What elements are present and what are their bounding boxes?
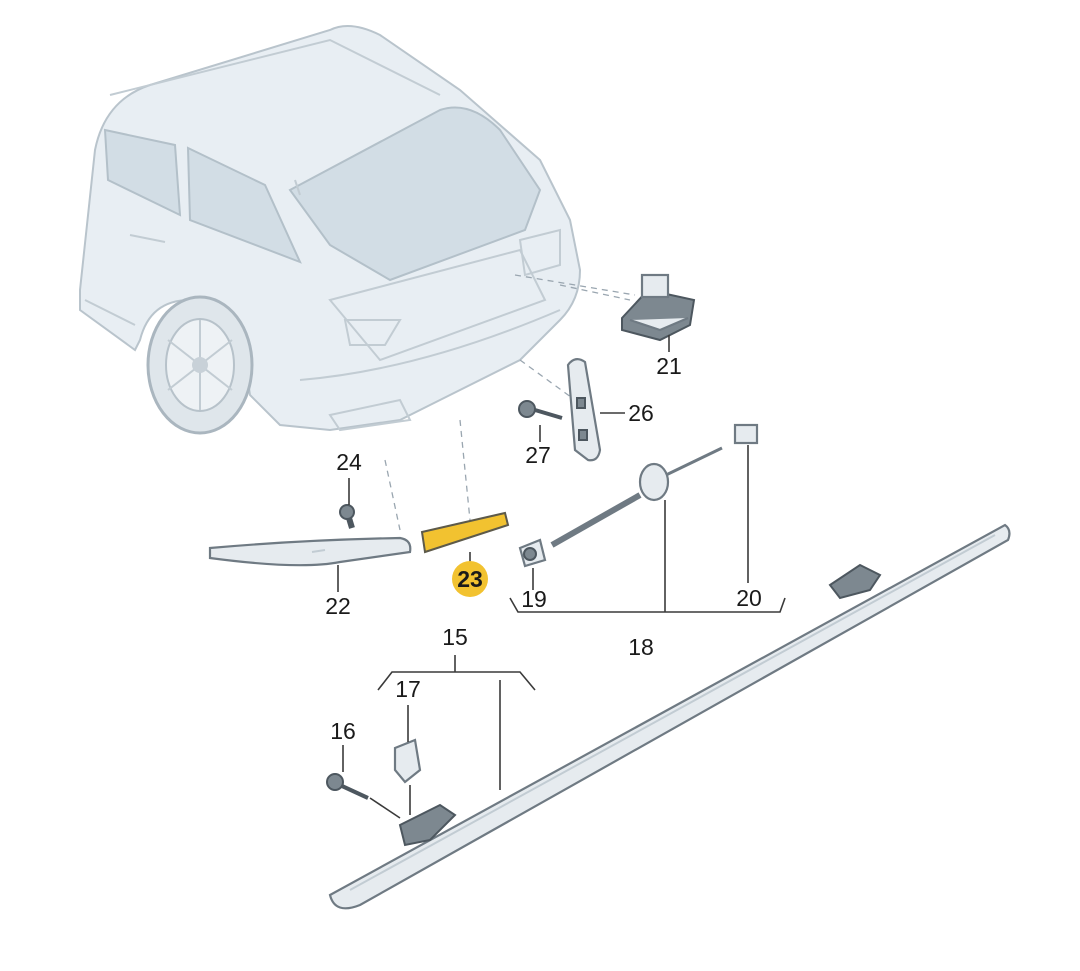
part-23-reflector (420, 511, 510, 554)
part-20-connector (733, 423, 759, 445)
part-15-sill-trim (328, 523, 1011, 910)
location-dashed-lines (384, 274, 636, 531)
part-26-trim (566, 358, 602, 462)
label-20: 20 (736, 585, 762, 611)
part-18-rod (550, 446, 723, 548)
label-22: 22 (325, 593, 351, 619)
label-26: 26 (628, 400, 654, 426)
part-23-highlight-marker (452, 561, 488, 597)
label-16: 16 (330, 718, 356, 744)
label-19: 19 (521, 586, 547, 612)
vehicle-illustration (79, 25, 582, 435)
part-17-clip (393, 738, 422, 784)
label-27: 27 (525, 442, 551, 468)
label-15: 15 (442, 624, 468, 650)
label-17: 17 (395, 676, 421, 702)
label-18: 18 (628, 634, 654, 660)
part-16-screw (326, 773, 369, 800)
part-24-screw (339, 504, 355, 529)
part-19-clip (518, 538, 547, 568)
label-24: 24 (336, 449, 362, 475)
label-23: 23 (457, 566, 483, 592)
part-21-lamp (621, 273, 696, 342)
label-21: 21 (656, 353, 682, 379)
part-22-trim-strip (208, 536, 412, 567)
leader-lines (337, 335, 786, 819)
part-27-screw (518, 400, 563, 420)
